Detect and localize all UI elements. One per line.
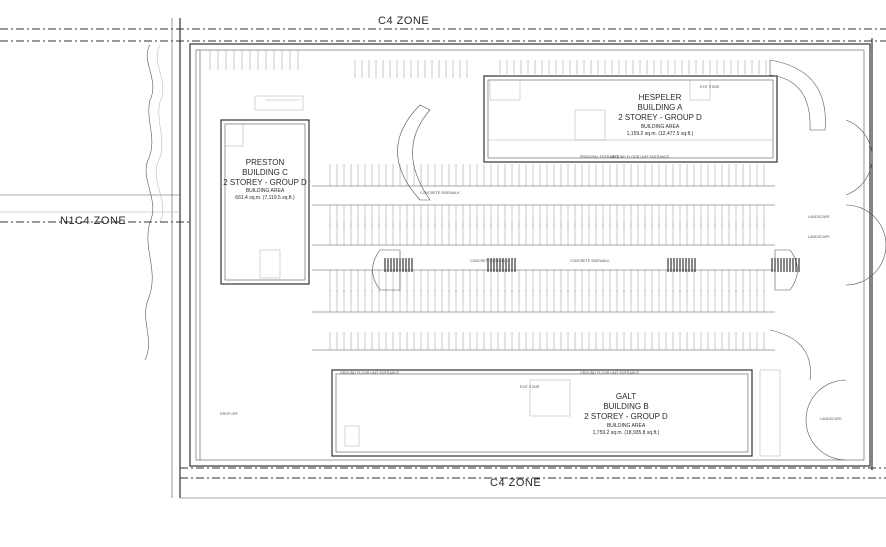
label-entrance-3: GROUND FLOOR UNIT ENTRANCE (610, 155, 670, 159)
building-c-label: PRESTON BUILDING C 2 STOREY - GROUP D BU… (223, 158, 307, 201)
label-sidewalk-c: CONCRETE SIDEWALK (570, 259, 610, 263)
building-b-name: GALT (616, 392, 636, 401)
building-c-name: PRESTON (246, 158, 285, 167)
building-c-area: 661.4 sq.m. (7,119.5 sq.ft.) (235, 195, 295, 201)
crosswalks (384, 258, 800, 272)
building-a-storey: 2 STOREY - GROUP D (618, 113, 702, 122)
building-c-building: BUILDING C (242, 168, 288, 177)
building-a-area: 1,159.2 sq.m. (12,477.5 sq.ft.) (627, 131, 694, 137)
drawing-annotations: CONCRETE SIDEWALK CONCRETE SIDEWALK CONC… (220, 85, 842, 421)
zone-label-left: N1C4 ZONE (60, 215, 126, 227)
label-sidewalk-b: CONCRETE SIDEWALK (470, 259, 510, 263)
label-landscape-b: LANDSCAPE (808, 235, 830, 239)
building-b-area-label: BUILDING AREA (607, 423, 646, 429)
label-exit-stair-b: EXIT STAIR (520, 385, 540, 389)
label-principal-entrance: PRINCIPAL ENTRANCE (580, 155, 620, 159)
building-c-area-label: BUILDING AREA (246, 188, 285, 194)
building-a-name: HESPELER (639, 93, 682, 102)
landscape-islands (372, 59, 886, 461)
building-b-building: BUILDING B (603, 402, 648, 411)
label-drop-off: DROP OFF (220, 412, 239, 416)
zone-label-bottom: C4 ZONE (490, 477, 541, 489)
building-b-label: GALT BUILDING B 2 STOREY - GROUP D BUILD… (584, 392, 668, 436)
zone-label-top: C4 ZONE (378, 15, 429, 27)
zone-boundary-lines (0, 18, 886, 499)
label-exit-stair-a: EXIT STAIR (700, 85, 720, 89)
drive-aisles (199, 50, 775, 460)
label-landscape-c: LANDSCAPE (820, 417, 842, 421)
building-a-area-label: BUILDING AREA (641, 124, 680, 130)
label-sidewalk-a: CONCRETE SIDEWALK (420, 191, 460, 195)
label-entrance-2: GROUND FLOOR UNIT ENTRANCE (580, 371, 640, 375)
building-a-footprint (483, 75, 778, 163)
parking-stalls (209, 50, 767, 350)
building-b-area: 1,759.2 sq.m. (18,935.8 sq.ft.) (593, 430, 660, 436)
building-a-label: HESPELER BUILDING A 2 STOREY - GROUP D B… (618, 93, 702, 137)
label-landscape-a: LANDSCAPE (808, 215, 830, 219)
building-c-storey: 2 STOREY - GROUP D (223, 178, 307, 187)
building-b-footprint (331, 369, 781, 457)
site-boundary (189, 43, 871, 467)
building-a-building: BUILDING A (638, 103, 684, 112)
building-c-footprint (220, 95, 310, 285)
building-b-storey: 2 STOREY - GROUP D (584, 412, 668, 421)
creek-outline (144, 44, 164, 361)
label-entrance-1: GROUND FLOOR UNIT ENTRANCE (340, 371, 400, 375)
